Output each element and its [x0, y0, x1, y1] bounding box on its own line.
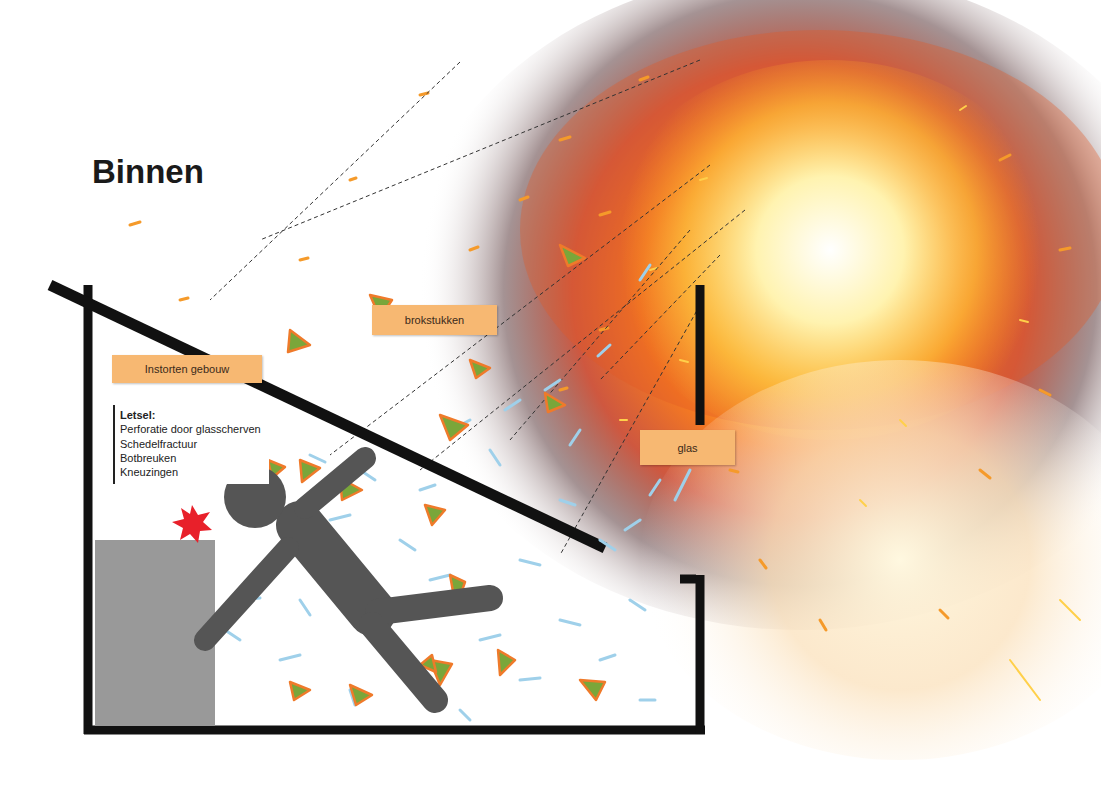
label-text: brokstukken [405, 314, 464, 326]
title: Binnen [92, 153, 204, 191]
label-text: glas [677, 442, 697, 454]
label-tag: Instorten gebouw [112, 355, 262, 383]
label-text: Perforatie door glasscherven [120, 422, 263, 436]
label-text: Schedelfractuur [120, 437, 263, 451]
panel-heading: Letsel: [120, 408, 263, 422]
label-text: Instorten gebouw [145, 363, 229, 375]
label-tag: glas [640, 430, 735, 465]
injury-panel: Letsel:Perforatie door glasschervenSched… [113, 405, 269, 484]
label-text: Botbreuken [120, 451, 263, 465]
label-tag: brokstukken [372, 305, 497, 335]
label-text: Kneuzingen [120, 465, 263, 479]
